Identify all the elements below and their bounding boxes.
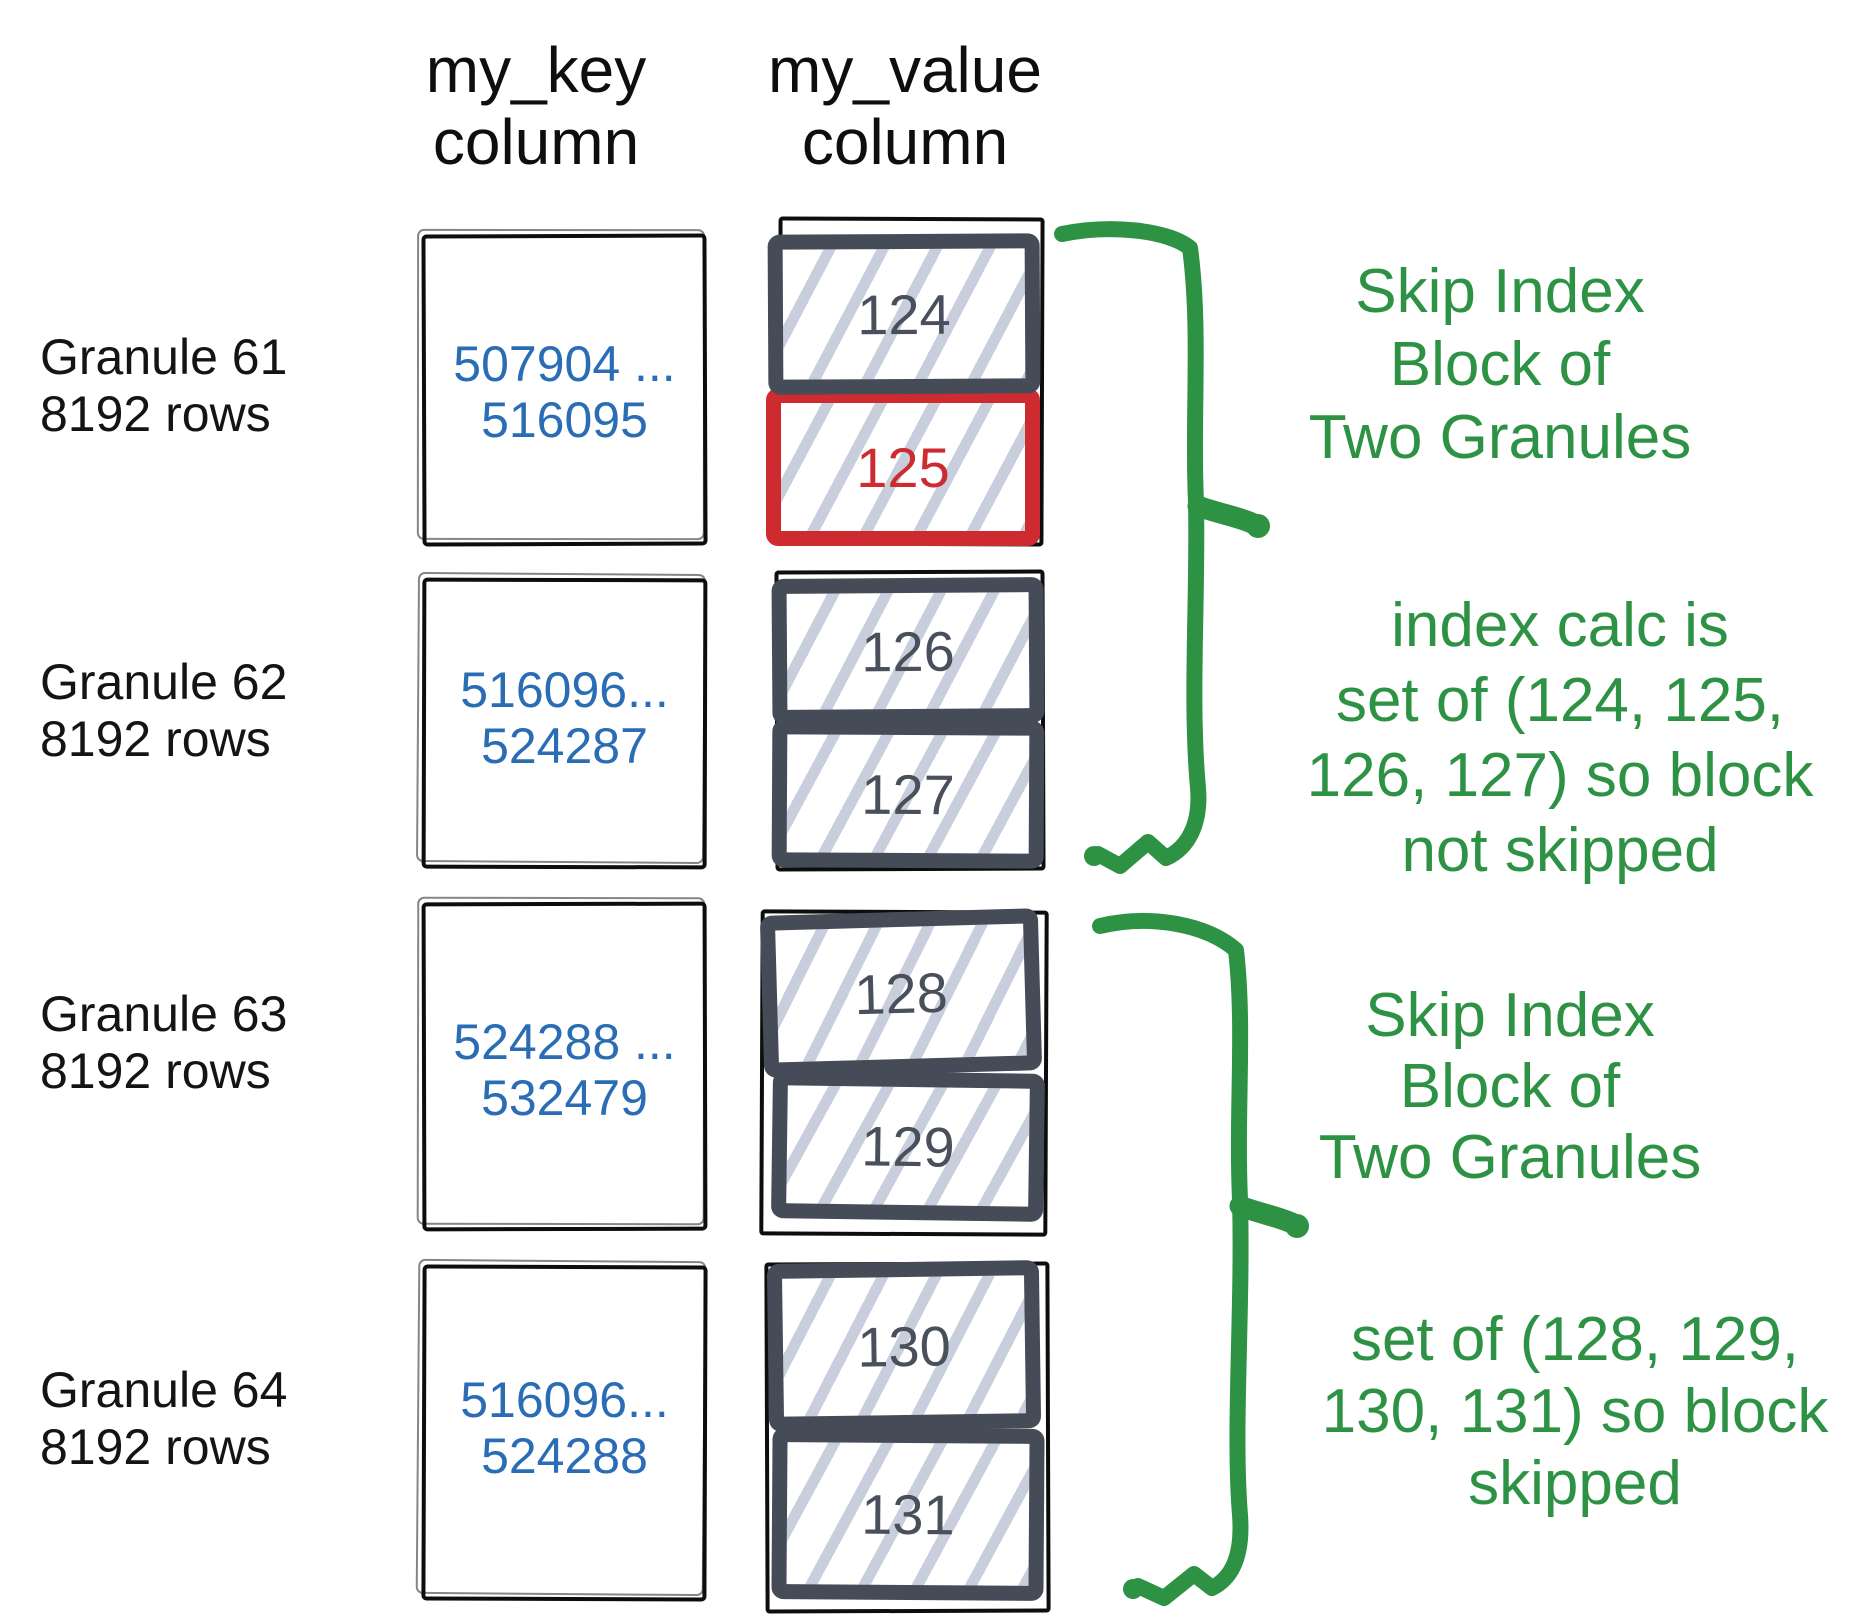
granule-rowcount: 8192 rows	[40, 1419, 271, 1475]
annotation-index-calc-not-skipped: index calc is set of (124, 125, 126, 127…	[1270, 588, 1850, 888]
value-block-125-highlighted: 125	[766, 388, 1040, 546]
annotation-skip-index-block-2: Skip Index Block of Two Granules	[1250, 980, 1770, 1193]
block-number: 127	[861, 762, 955, 826]
value-block-127: 127	[771, 719, 1045, 869]
my-value-column-header: my_value column	[695, 34, 1115, 178]
value-block-124: 124	[767, 233, 1041, 395]
annotation-line: 130, 131) so block	[1321, 1377, 1829, 1446]
annotation-line: set of (124, 125,	[1335, 666, 1785, 735]
key-range-end: 524287	[481, 718, 648, 774]
granule-rowcount: 8192 rows	[40, 1043, 271, 1099]
key-range-granule-61: 507904 ... 516095	[422, 336, 707, 448]
header-line: column	[801, 106, 1009, 178]
block-number: 131	[861, 1482, 955, 1546]
key-range-end: 524288	[481, 1428, 648, 1484]
granule-61-label: Granule 61 8192 rows	[40, 329, 340, 443]
annotation-line: set of (128, 129,	[1350, 1305, 1800, 1374]
block-number: 124	[857, 282, 951, 346]
granule-rowcount: 8192 rows	[40, 711, 271, 767]
annotation-line: Block of	[1399, 1052, 1621, 1121]
key-range-start: 516096...	[460, 662, 669, 718]
annotation-line: Skip Index	[1365, 981, 1655, 1050]
value-block-131: 131	[771, 1427, 1045, 1601]
key-range-granule-62: 516096... 524287	[422, 662, 707, 774]
annotation-line: Block of	[1389, 330, 1611, 399]
annotation-line: index calc is	[1391, 591, 1729, 660]
key-range-start: 524288 ...	[453, 1014, 676, 1070]
header-line: column	[432, 106, 640, 178]
annotation-line: skipped	[1468, 1449, 1682, 1518]
value-block-126: 126	[771, 577, 1045, 725]
key-range-end: 532479	[481, 1070, 648, 1126]
annotation-skip-index-block-1: Skip Index Block of Two Granules	[1240, 255, 1760, 474]
granule-64-label: Granule 64 8192 rows	[40, 1362, 340, 1476]
annotation-line: Two Granules	[1308, 403, 1692, 472]
annotation-line: Skip Index	[1355, 257, 1645, 326]
block-number: 128	[853, 960, 949, 1026]
granule-62-label: Granule 62 8192 rows	[40, 654, 340, 768]
block-number: 125	[856, 435, 950, 499]
value-block-128: 128	[759, 908, 1043, 1078]
granule-rowcount: 8192 rows	[40, 386, 271, 442]
granule-name: Granule 63	[40, 986, 288, 1042]
annotation-line: Two Granules	[1318, 1123, 1702, 1192]
key-range-start: 507904 ...	[453, 336, 676, 392]
granule-name: Granule 64	[40, 1362, 288, 1418]
block-number: 130	[856, 1313, 952, 1379]
my-key-column-header: my_key column	[326, 34, 746, 178]
block-number: 126	[861, 619, 955, 683]
annotation-line: 126, 127) so block	[1306, 741, 1814, 810]
granule-name: Granule 62	[40, 654, 288, 710]
value-block-130: 130	[766, 1260, 1042, 1432]
header-line: my_value	[768, 34, 1042, 106]
annotation-line: not skipped	[1401, 816, 1719, 885]
header-line: my_key	[425, 34, 647, 106]
key-range-start: 516096...	[460, 1372, 669, 1428]
key-range-granule-64: 516096... 524288	[422, 1372, 707, 1484]
granule-name: Granule 61	[40, 329, 288, 385]
key-range-granule-63: 524288 ... 532479	[422, 1014, 707, 1126]
annotation-set-skipped: set of (128, 129, 130, 131) so block ski…	[1295, 1304, 1855, 1520]
block-number: 129	[860, 1113, 956, 1179]
value-block-129: 129	[770, 1070, 1046, 1222]
granule-63-label: Granule 63 8192 rows	[40, 986, 340, 1100]
key-range-end: 516095	[481, 392, 648, 448]
